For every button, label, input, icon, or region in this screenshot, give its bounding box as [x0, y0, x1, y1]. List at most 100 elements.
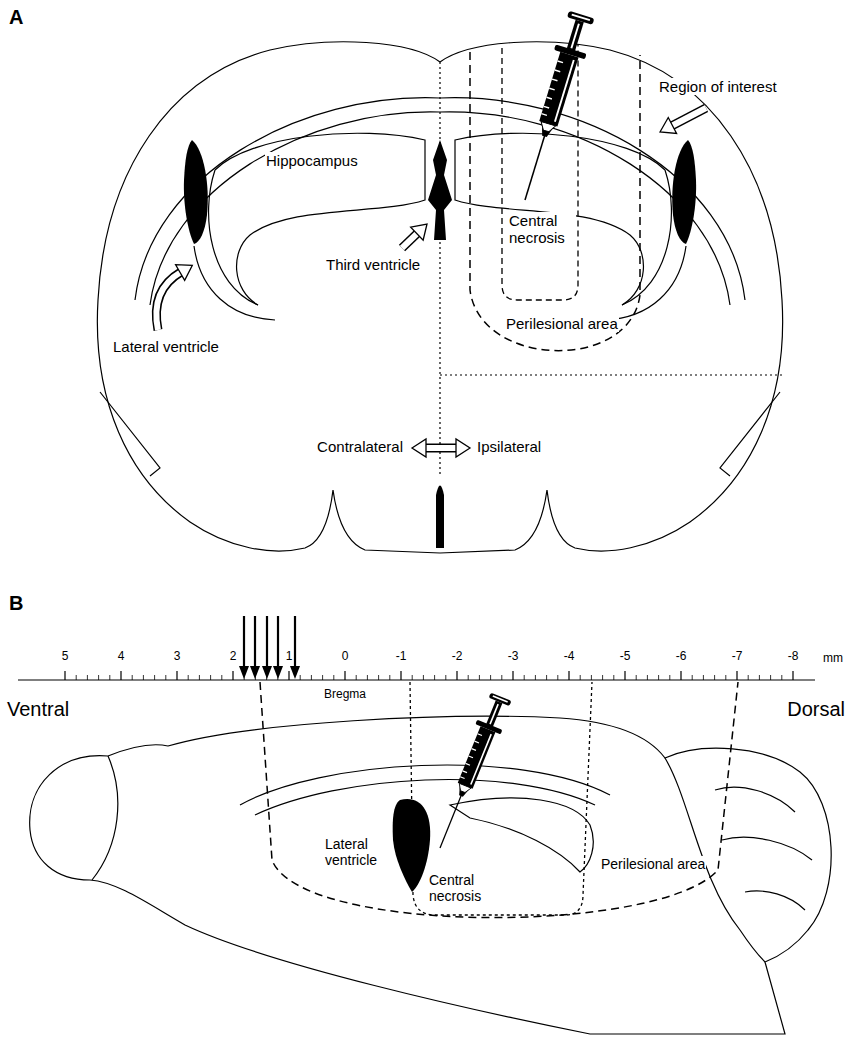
hollow-arrow-fill [156, 272, 181, 330]
scale-number: -4 [563, 650, 576, 664]
ventricle-rim [194, 246, 275, 320]
scale-tick [613, 675, 614, 680]
scale-tick [76, 675, 77, 680]
hollow-arrow [156, 265, 192, 330]
direction-label: Dorsal [786, 698, 846, 721]
scale-number: -2 [451, 650, 464, 664]
hollow-arrow-fill [402, 233, 418, 248]
scale-tick [300, 675, 301, 680]
scale-tick [322, 675, 323, 680]
scale-tick [568, 671, 569, 680]
scale-tick [591, 675, 592, 680]
scale-number: -3 [507, 650, 520, 664]
section-arrow [277, 616, 279, 668]
hollow-arrowhead [456, 439, 470, 457]
scale-tick [703, 675, 704, 680]
section-arrow [266, 616, 268, 668]
hollow-arrowhead [412, 439, 426, 457]
brain-outline [30, 716, 832, 1034]
syringe [427, 692, 513, 854]
scale-tick [311, 675, 312, 680]
scale-tick [479, 675, 480, 680]
section-arrowhead [290, 666, 300, 679]
scale-tick [792, 671, 793, 680]
scale-tick [535, 675, 536, 680]
scale-tick [232, 671, 233, 680]
side-label: Ipsilateral [476, 438, 542, 455]
scale-tick [490, 675, 491, 680]
brain-outline [97, 42, 440, 553]
syringe [510, 10, 598, 205]
scale-tick [546, 675, 547, 680]
hollow-arrow-outline [402, 233, 418, 248]
scale-tick [188, 675, 189, 680]
region-label: Lateral ventricle [324, 836, 388, 868]
scale-tick [165, 675, 166, 680]
scale-tick [636, 675, 637, 680]
scale-number: -5 [619, 650, 632, 664]
scale-tick [120, 671, 121, 680]
section-arrow [294, 616, 296, 668]
scale-tick [781, 675, 782, 680]
scale-tick [400, 671, 401, 680]
cerebellum-folia [715, 787, 812, 910]
scale-tick [658, 675, 659, 680]
scale-tick [456, 671, 457, 680]
scale-line [18, 679, 815, 680]
scale-number: -6 [675, 650, 688, 664]
coronal-half-mirror [440, 42, 783, 553]
side-label: Contralateral [316, 438, 404, 455]
lateral-ventricle [393, 799, 431, 892]
scale-tick [333, 675, 334, 680]
scale-tick [680, 671, 681, 680]
reference-label: Bregma [323, 688, 367, 702]
scale-tick [692, 675, 693, 680]
scale-tick [199, 675, 200, 680]
scale-tick [602, 675, 603, 680]
scale-tick [143, 675, 144, 680]
scale-number: 5 [61, 650, 70, 664]
hollow-arrow-outline [425, 444, 457, 453]
hollow-arrow-outline [156, 272, 181, 330]
sagittal-section [30, 716, 832, 1034]
scale-tick [557, 675, 558, 680]
corpus-callosum [150, 112, 440, 305]
region-label: Central necrosis [428, 872, 496, 904]
section-arrowhead [273, 666, 283, 679]
rhinal-line [100, 392, 160, 476]
region-label: Lateral ventricle [112, 338, 220, 355]
scale-tick [64, 671, 65, 680]
scale-tick [288, 671, 289, 680]
scale-tick [367, 675, 368, 680]
region-label: Perilesional area [505, 315, 619, 332]
scale-tick [356, 675, 357, 680]
scale-tick [647, 675, 648, 680]
scale-tick [176, 671, 177, 680]
corpus-callosum [240, 765, 610, 805]
scale-tick [512, 671, 513, 680]
region-label: Central necrosis [508, 212, 576, 247]
scale-tick [98, 675, 99, 680]
olfactory-boundary [92, 756, 118, 880]
scale-tick [434, 675, 435, 680]
hollow-arrow [402, 224, 427, 248]
scale-tick [445, 675, 446, 680]
scale-tick [580, 675, 581, 680]
section-arrow [243, 616, 245, 668]
scale-tick [378, 675, 379, 680]
hollow-arrowhead [176, 265, 193, 281]
hollow-arrow-fill [425, 445, 457, 451]
scale-tick [87, 675, 88, 680]
hippocampus-outline [215, 133, 425, 305]
section-arrowhead [250, 666, 260, 679]
scale-tick [748, 675, 749, 680]
region-label: Region of interest [658, 78, 778, 95]
hippocampus-outline [450, 798, 593, 872]
scale-number: 3 [173, 650, 182, 664]
scale-tick [725, 675, 726, 680]
scale-tick [344, 671, 345, 680]
scale-number: -8 [787, 650, 800, 664]
scale-number: 1 [285, 650, 294, 664]
hippocampus-outline [209, 170, 258, 305]
region-label: Hippocampus [265, 152, 359, 169]
